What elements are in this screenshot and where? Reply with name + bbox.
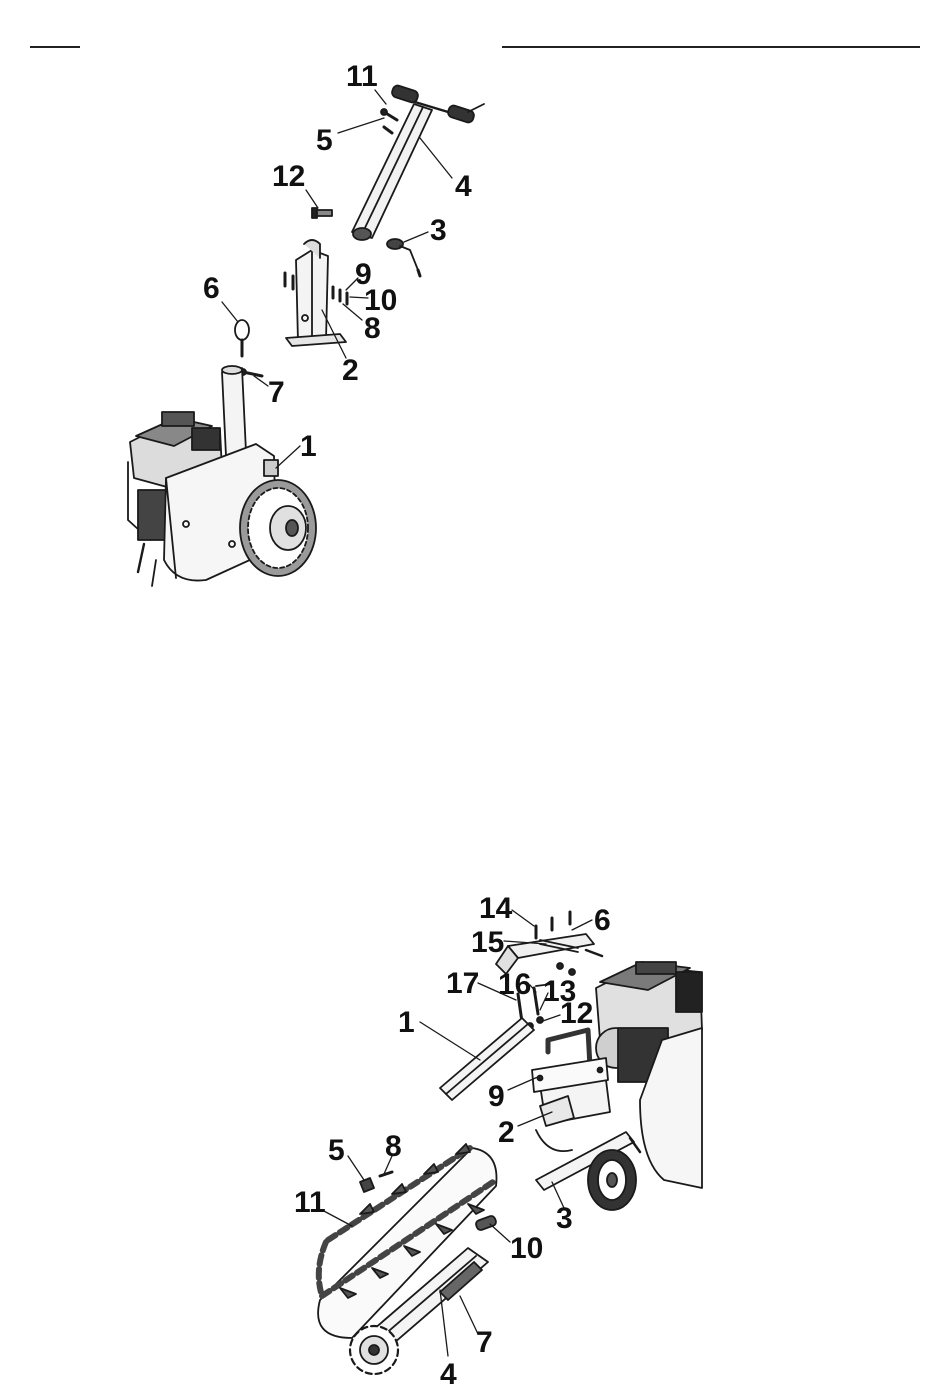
part-lever-pin bbox=[387, 239, 420, 276]
callout-8: 8 bbox=[364, 312, 381, 345]
callout-12: 12 bbox=[560, 997, 593, 1030]
part-roller bbox=[475, 1215, 497, 1231]
callout-7: 7 bbox=[476, 1326, 493, 1359]
callout-2: 2 bbox=[342, 354, 359, 387]
part-handle-bar bbox=[352, 84, 484, 240]
callout-1: 1 bbox=[398, 1006, 415, 1039]
callout-4: 4 bbox=[455, 170, 472, 203]
callout-2: 2 bbox=[498, 1116, 515, 1149]
callout-8: 8 bbox=[385, 1130, 402, 1163]
callout-9: 9 bbox=[488, 1080, 505, 1113]
callout-17: 17 bbox=[446, 967, 479, 1000]
part-top-bolts bbox=[536, 912, 570, 938]
callout-11: 11 bbox=[346, 60, 378, 93]
callout-4: 4 bbox=[440, 1358, 457, 1391]
part-machine-body bbox=[128, 366, 316, 586]
part-boom-arm bbox=[440, 1018, 534, 1100]
part-bolt-12 bbox=[312, 208, 332, 218]
part-chain-tooth-hardware bbox=[360, 1172, 392, 1192]
callout-6: 6 bbox=[203, 272, 220, 305]
callout-5: 5 bbox=[316, 124, 333, 157]
figure-handle-assembly bbox=[128, 84, 484, 586]
callout-3: 3 bbox=[430, 214, 447, 247]
callout-16: 16 bbox=[498, 968, 531, 1001]
callout-11: 11 bbox=[294, 1186, 326, 1219]
callout-5: 5 bbox=[328, 1134, 345, 1167]
callout-1: 1 bbox=[300, 430, 317, 463]
part-pin-7 bbox=[240, 369, 262, 376]
part-upright-post bbox=[286, 240, 346, 346]
callout-10: 10 bbox=[510, 1232, 543, 1265]
callout-3: 3 bbox=[556, 1202, 573, 1235]
callout-12: 12 bbox=[272, 160, 305, 193]
callout-7: 7 bbox=[268, 376, 285, 409]
callout-15: 15 bbox=[471, 926, 504, 959]
callout-14: 14 bbox=[479, 892, 513, 925]
callout-6: 6 bbox=[594, 904, 611, 937]
part-handle-bolt bbox=[381, 109, 397, 133]
part-lock-knob bbox=[235, 320, 249, 356]
leaders-figure-1 bbox=[222, 90, 452, 468]
